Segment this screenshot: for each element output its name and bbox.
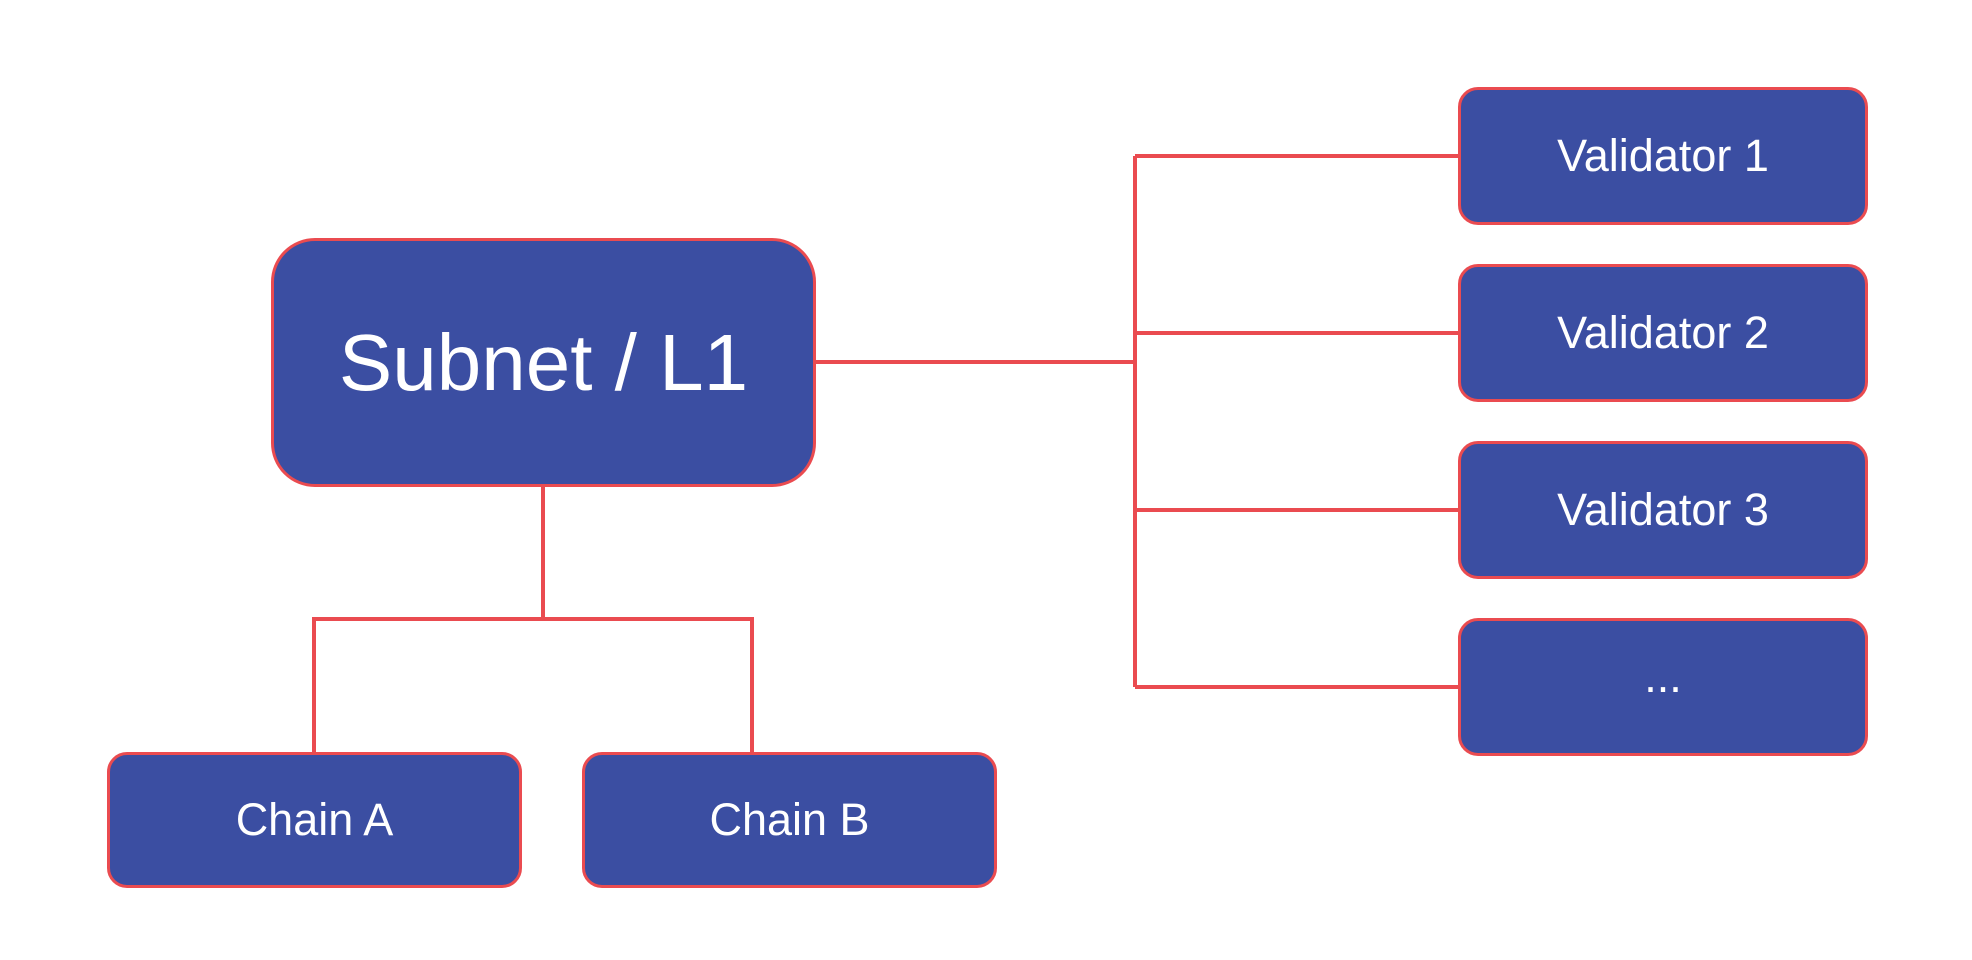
subnet-node: Subnet / L1 xyxy=(271,238,816,487)
validator-more-node: ... xyxy=(1458,618,1868,756)
chain-a-label: Chain A xyxy=(235,794,394,845)
validator-2-label: Validator 2 xyxy=(1557,307,1769,358)
chain-b-node: Chain B xyxy=(582,752,997,888)
validator-3-node: Validator 3 xyxy=(1458,441,1868,579)
validator-3-label: Validator 3 xyxy=(1557,484,1769,535)
validator-1-node: Validator 1 xyxy=(1458,87,1868,225)
validator-1-label: Validator 1 xyxy=(1557,130,1769,181)
subnet-node-label: Subnet / L1 xyxy=(338,317,749,407)
chain-b-label: Chain B xyxy=(709,794,870,845)
validator-2-node: Validator 2 xyxy=(1458,264,1868,402)
chain-a-node: Chain A xyxy=(107,752,522,888)
validator-more-label: ... xyxy=(1644,651,1682,703)
